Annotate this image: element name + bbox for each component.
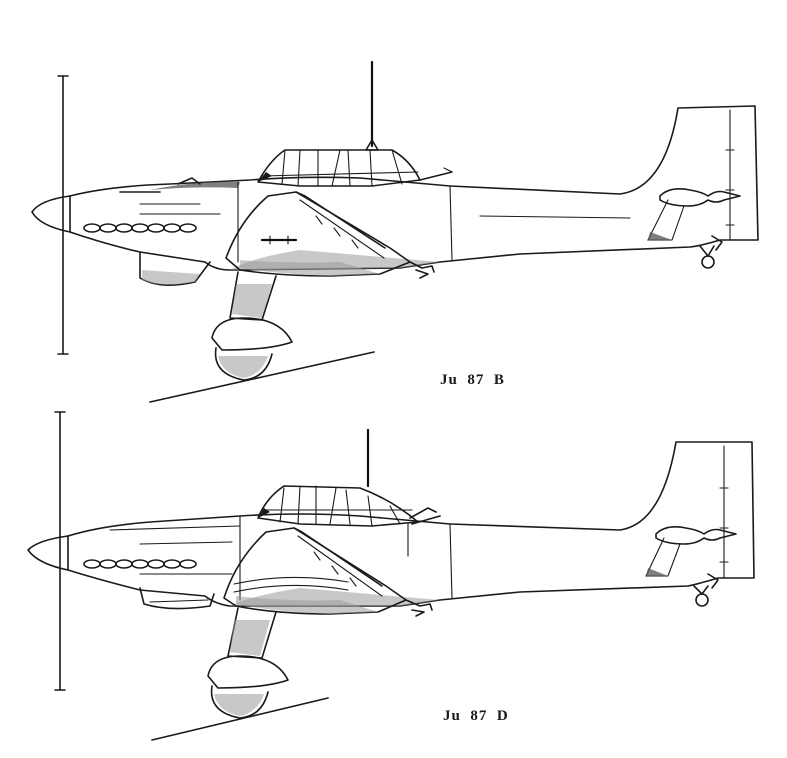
fuselage [67, 441, 755, 607]
tail-wheel [699, 245, 715, 257]
wing-root [225, 191, 411, 277]
tail-wheel [693, 585, 709, 595]
tailplane [655, 526, 737, 545]
main-gear-spat [207, 655, 289, 689]
propeller [54, 411, 66, 691]
aircraft-side-view-top [31, 60, 759, 403]
caption-bottom: Ju 87 D [443, 708, 509, 724]
ground-line [151, 697, 329, 741]
exhaust-stubs [83, 223, 197, 233]
propeller [57, 75, 69, 355]
caption-top: Ju 87 B [440, 372, 505, 388]
radiator [139, 251, 211, 286]
spinner [31, 195, 71, 233]
radiator [139, 587, 215, 610]
spinner [27, 535, 69, 571]
main-gear-leg [229, 271, 277, 321]
ground-line [149, 351, 375, 403]
main-gear-spat [211, 317, 293, 351]
fuselage [69, 105, 759, 271]
exhaust-stubs [83, 559, 197, 569]
canopy [257, 485, 419, 527]
tailplane [659, 188, 741, 207]
aircraft-side-view-bottom [27, 411, 755, 741]
wing-root [223, 527, 407, 615]
